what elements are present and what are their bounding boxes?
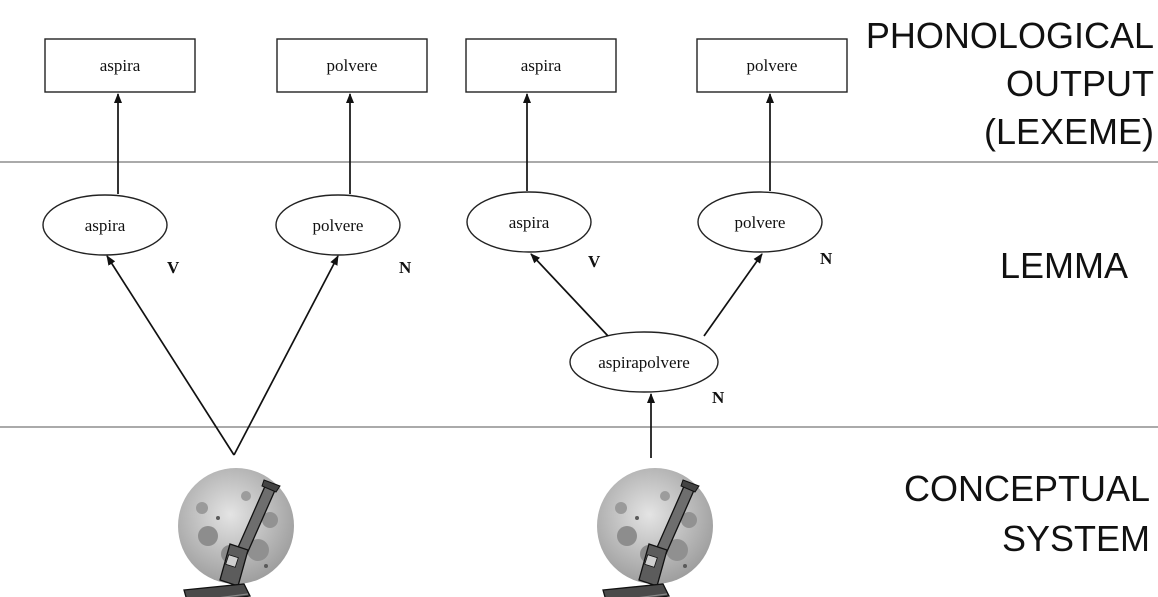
level-label-lemma: LEMMA [1000,245,1128,286]
level-label-system: SYSTEM [1002,518,1150,559]
level-label-lexeme: (LEXEME) [984,111,1154,152]
syntactic-category-label: V [167,258,180,277]
lemma-node [697,191,823,253]
compound-to-lemma-arrow [530,253,609,337]
lexeme-box [696,38,848,93]
lemma-node [466,191,592,253]
compound-lemma-label: aspirapolvere [598,353,690,372]
compound-lemma-node [569,331,719,393]
lemma-label: polvere [735,213,786,232]
compound-to-lemma-arrow [703,253,763,337]
syntactic-category-label: V [588,252,601,271]
syntactic-category-label: N [712,388,725,407]
concept-to-lemma-arrow [106,255,235,456]
concept-to-lemma-arrow [233,255,339,456]
lemma-node [275,194,401,256]
vacuum-cleaner-icon [177,467,295,597]
level-label-conceptual: CONCEPTUAL [904,468,1150,509]
lexeme-box [465,38,617,93]
vacuum-cleaner-icon [596,467,714,597]
level-label-output: OUTPUT [1006,63,1154,104]
lemma-label: polvere [313,216,364,235]
syntactic-category-label: N [399,258,412,277]
right-model: aspira polvere aspira V polvere N aspira… [465,38,848,597]
lexeme-box [276,38,428,93]
lexeme-label: polvere [327,56,378,75]
lexeme-box [44,38,196,93]
lexeme-label: aspira [521,56,562,75]
syntactic-category-label: N [820,249,833,268]
lemma-label: aspira [509,213,550,232]
lemma-node [42,194,168,256]
level-label-phonological: PHONOLOGICAL [866,15,1154,56]
lexeme-label: polvere [747,56,798,75]
lemma-label: aspira [85,216,126,235]
lexeme-label: aspira [100,56,141,75]
left-model: aspira polvere aspira V polvere N [42,38,428,597]
